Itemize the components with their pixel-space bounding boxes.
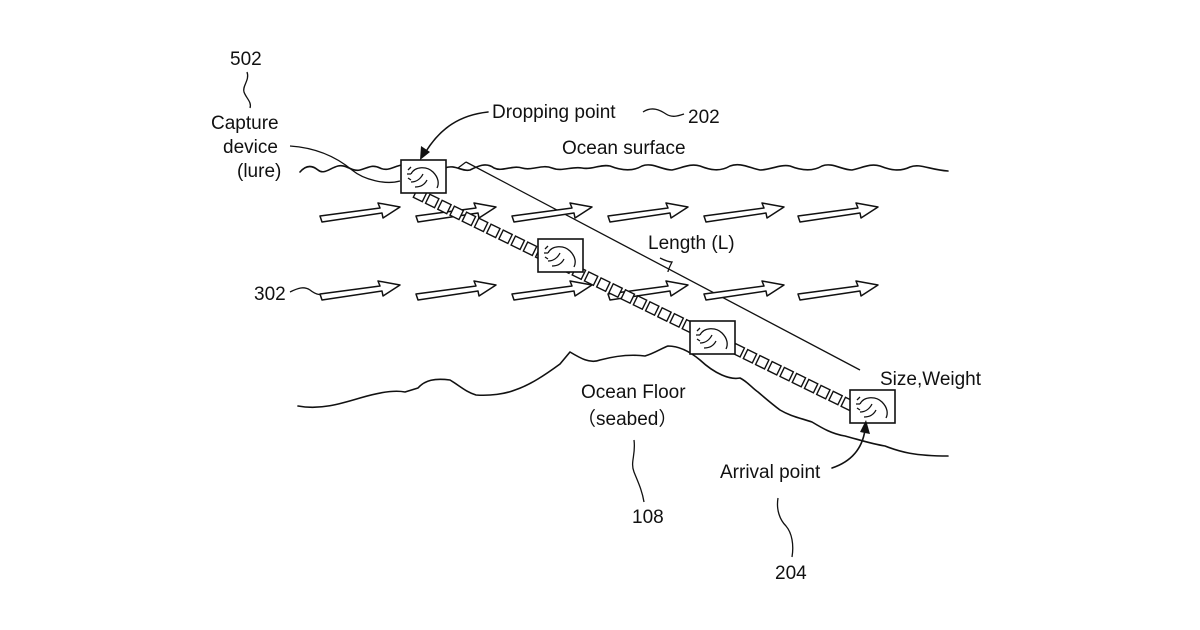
dropping-point-label: Dropping point <box>492 102 616 123</box>
ref-302-label: 302 <box>254 284 286 305</box>
current-arrow <box>608 203 688 222</box>
capture-device-lure-icon <box>538 239 583 272</box>
ocean-surface-line <box>300 165 948 172</box>
descent-path-marker <box>474 218 487 231</box>
ref-202-label: 202 <box>688 107 720 128</box>
descent-path-marker <box>487 224 500 237</box>
descent-path-marker <box>670 314 683 327</box>
capture-device-lure-icon <box>850 390 895 423</box>
descent-path-marker <box>804 379 817 392</box>
current-arrow <box>416 281 496 300</box>
ocean-floor-label: Ocean Floor <box>581 382 686 403</box>
capture-device-leader <box>290 146 400 182</box>
ref-202-leader <box>643 109 684 116</box>
dropping-point-leader <box>425 112 488 153</box>
current-arrow <box>704 203 784 222</box>
ref-204-leader <box>777 498 792 557</box>
current-arrow <box>320 203 400 222</box>
ref-502-label: 502 <box>230 49 262 70</box>
ocean-surface-label: Ocean surface <box>562 138 686 159</box>
capture-device-label-line1: Capture <box>211 113 279 134</box>
descent-path-marker <box>633 296 646 309</box>
descent-path-marker <box>523 242 536 255</box>
descent-path-marker <box>597 278 610 291</box>
descent-path-marker <box>792 373 805 386</box>
descent-path-marker <box>743 350 756 363</box>
size-weight-label: Size,Weight <box>880 369 982 390</box>
current-arrow <box>512 281 592 300</box>
capture-device-lure-icon <box>690 321 735 354</box>
ref-204-label: 204 <box>775 563 807 584</box>
current-arrow <box>704 281 784 300</box>
descent-path-marker <box>426 194 439 207</box>
descent-path-marker <box>646 302 659 315</box>
descent-path-marker <box>780 367 793 380</box>
length-label: Length (L) <box>648 233 735 254</box>
length-measurement-line <box>466 162 860 370</box>
arrival-point-label: Arrival point <box>720 462 821 483</box>
descent-path-marker <box>829 391 842 404</box>
current-arrow <box>798 203 878 222</box>
descent-path-marker <box>756 356 769 369</box>
current-arrow <box>320 281 400 300</box>
ref-108-label: 108 <box>632 507 664 528</box>
current-arrow <box>798 281 878 300</box>
length-end-tick-top <box>458 162 466 168</box>
current-arrow <box>512 203 592 222</box>
ref-108-leader <box>633 440 644 502</box>
ref-502-leader <box>244 72 251 108</box>
seabed-label: （seabed） <box>577 408 677 430</box>
descent-path-marker <box>817 385 830 398</box>
capture-device-label-line3: (lure) <box>237 161 281 182</box>
descent-path-marker <box>511 236 524 249</box>
descent-path-marker <box>768 362 781 375</box>
descent-path-marker <box>658 308 671 321</box>
capture-device-label-line2: device <box>223 137 278 158</box>
capture-device-lure-icon <box>401 160 446 193</box>
arrival-point-leader <box>832 430 865 468</box>
descent-path-marker <box>499 230 512 243</box>
